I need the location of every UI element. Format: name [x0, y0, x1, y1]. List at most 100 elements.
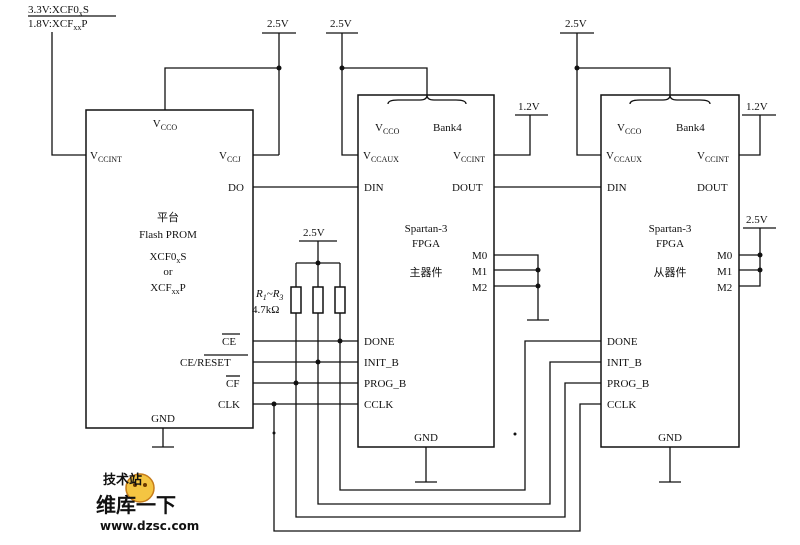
- watermark-tag: 技术站: [103, 472, 142, 488]
- prom-vcco-wire: [164, 67, 279, 110]
- prom-vcco-label: VCCO: [153, 118, 178, 132]
- master-vcco-wire: [342, 67, 428, 95]
- prom-ce-reset-label: CE/RESET: [180, 357, 231, 369]
- master-dout-label: DOUT: [452, 182, 483, 194]
- resistor-body: [334, 286, 346, 314]
- slave-mode-rail-label: 2.5V: [746, 214, 768, 226]
- junction-dot: [276, 65, 282, 71]
- prom-title: Flash PROM: [139, 229, 197, 241]
- master-prog-label: PROG_B: [364, 378, 406, 390]
- master-vccint-label: VCCINT: [453, 150, 485, 164]
- resistor-r1: [290, 263, 302, 383]
- slave-done-label: DONE: [607, 336, 638, 348]
- prom-vccint-wire: [51, 32, 86, 156]
- init-net-to-slave: [317, 361, 601, 505]
- prog-net-to-slave: [295, 382, 601, 518]
- master-m0-wire: [494, 254, 539, 320]
- junction-dot: [339, 65, 345, 71]
- slave-vccaux-label: VCCAUX: [606, 150, 642, 164]
- master-bank-brace: [387, 94, 467, 105]
- watermark-brand: 维库一下: [96, 493, 176, 517]
- resistor-r2: [312, 263, 324, 362]
- watermark-mascot: [125, 473, 155, 503]
- prom-part2: XCFxxP: [150, 282, 186, 296]
- master-vccaux-wire: [341, 33, 358, 156]
- master-cclk-label: CCLK: [364, 399, 393, 411]
- done-net-to-slave: [339, 340, 601, 491]
- watermark-logo: 技术站 维库一下 www.dzsc.com: [96, 472, 199, 533]
- master-int-rail-label: 1.2V: [518, 101, 540, 113]
- junction-dot: [757, 267, 763, 273]
- junction-dot: [757, 252, 763, 258]
- slave-vcco-wire: [577, 67, 671, 95]
- stray-dot: [513, 432, 517, 436]
- prom-cf-label: CF: [226, 378, 239, 390]
- master-name: Spartan-3: [405, 223, 448, 235]
- slave-cclk-label: CCLK: [607, 399, 636, 411]
- slave-fpga-chip: [600, 94, 740, 448]
- prom-rail-label: 2.5V: [267, 18, 289, 30]
- junction-dot: [535, 267, 541, 273]
- slave-vcco-label: VCCO: [617, 122, 642, 136]
- master-vccaux-label: VCCAUX: [363, 150, 399, 164]
- slave-vccint-wire: [739, 115, 761, 156]
- slave-rail-label: 2.5V: [565, 18, 587, 30]
- slave-bank-brace: [629, 94, 711, 105]
- prom-part1: XCF0xS: [149, 251, 186, 265]
- master-vcco-label: VCCO: [375, 122, 400, 136]
- supply-note: 3.3V:XCF0xS 1.8V:XCFxxP: [28, 4, 116, 32]
- prom-gnd-label: GND: [151, 413, 175, 425]
- supply-note-line2: 1.8V:XCFxxP: [28, 18, 87, 32]
- prom-vccj-label: VCCJ: [219, 150, 241, 164]
- master-type: FPGA: [412, 238, 440, 250]
- pullup-rail-label: 2.5V: [303, 227, 325, 239]
- junction-dot: [535, 283, 541, 289]
- master-m0-label: M0: [472, 250, 488, 262]
- slave-m1-label: M1: [717, 266, 732, 278]
- slave-name: Spartan-3: [649, 223, 692, 235]
- watermark-mascot-eye: [143, 483, 147, 487]
- slave-int-rail-label: 1.2V: [746, 101, 768, 113]
- master-bank-label: Bank4: [433, 122, 462, 134]
- prom-title-cn: 平台: [157, 210, 179, 224]
- slave-din-label: DIN: [607, 182, 627, 194]
- master-vccint-wire: [494, 115, 531, 156]
- master-done-label: DONE: [364, 336, 395, 348]
- resistor-label: R1~R3: [255, 288, 283, 302]
- cclk-net-to-slave: [273, 403, 601, 532]
- slave-gnd-label: GND: [658, 432, 682, 444]
- master-din-label: DIN: [364, 182, 384, 194]
- slave-vccint-label: VCCINT: [697, 150, 729, 164]
- slave-m0-label: M0: [717, 250, 733, 262]
- resistor-body: [312, 286, 324, 314]
- master-rail-label: 2.5V: [330, 18, 352, 30]
- resistor-body: [290, 286, 302, 314]
- slave-type: FPGA: [656, 238, 684, 250]
- slave-prog-label: PROG_B: [607, 378, 649, 390]
- resistor-value: 4.7kΩ: [252, 304, 279, 316]
- slave-m2-label: M2: [717, 282, 732, 294]
- junction-dot: [574, 65, 580, 71]
- prom-ce-label: CE: [222, 336, 236, 348]
- master-m1-label: M1: [472, 266, 487, 278]
- slave-dout-label: DOUT: [697, 182, 728, 194]
- supply-note-line1: 3.3V:XCF0xS: [28, 4, 89, 18]
- watermark-url: www.dzsc.com: [100, 519, 199, 533]
- slave-bank-label: Bank4: [676, 122, 705, 134]
- watermark-mascot-eye: [133, 483, 137, 487]
- slave-role: 从器件: [654, 266, 687, 279]
- prom-clk-label: CLK: [218, 399, 240, 411]
- master-gnd-label: GND: [414, 432, 438, 444]
- master-m2-label: M2: [472, 282, 487, 294]
- slave-mode-rail-wire: [739, 228, 761, 287]
- slave-vccaux-wire: [576, 33, 601, 156]
- prom-do-label: DO: [228, 182, 244, 194]
- prom-vccint-label: VCCINT: [90, 150, 122, 164]
- master-init-label: INIT_B: [364, 357, 399, 369]
- prom-or: or: [163, 266, 173, 278]
- master-role: 主器件: [410, 266, 443, 279]
- prom-chip: [85, 109, 254, 429]
- resistor-r3: [334, 263, 346, 341]
- slave-init-label: INIT_B: [607, 357, 642, 369]
